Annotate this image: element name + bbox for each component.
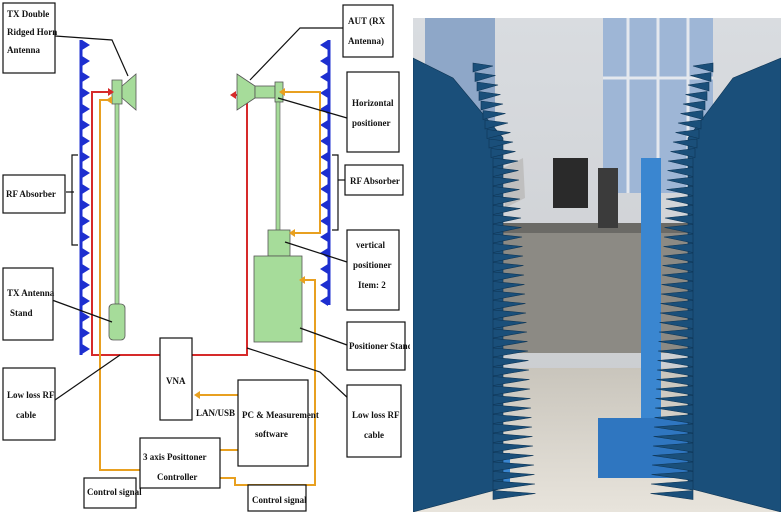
svg-text:Low loss RF: Low loss RF	[352, 410, 400, 420]
svg-text:Ridged Horn: Ridged Horn	[7, 27, 57, 37]
svg-text:software: software	[255, 429, 288, 439]
leader-lines	[51, 27, 351, 401]
rf-absorber-wall-right	[320, 40, 331, 306]
anechoic-chamber-photo	[413, 18, 781, 512]
svg-text:RF Absorber: RF Absorber	[350, 176, 400, 186]
svg-text:Antenna: Antenna	[7, 45, 41, 55]
svg-text:Control signal: Control signal	[87, 487, 142, 497]
measurement-setup-diagram: TX Double Ridged Horn Antenna RF Absorbe…	[2, 2, 410, 512]
label-rf-absorber-right: RF Absorber	[344, 164, 404, 196]
label-positioner-stand: Positioner Stand	[346, 321, 410, 371]
label-tx-antenna: TX Double Ridged Horn Antenna	[2, 2, 57, 74]
vna-box: VNA	[159, 337, 193, 421]
rf-absorber-wall-left	[79, 40, 90, 355]
svg-text:TX Double: TX Double	[7, 9, 49, 19]
svg-text:cable: cable	[16, 410, 36, 420]
arrow-heads	[106, 88, 305, 399]
lan-usb-label: LAN/USB	[196, 408, 235, 418]
svg-text:Low loss RF: Low loss RF	[7, 390, 55, 400]
svg-text:positioner: positioner	[353, 260, 392, 270]
svg-text:Horizontal: Horizontal	[352, 98, 394, 108]
label-aut: AUT (RX Antenna)	[342, 4, 394, 58]
label-rf-absorber-left: RF Absorber	[2, 174, 66, 214]
svg-text:Positioner Stand: Positioner Stand	[349, 341, 410, 351]
pc-measurement-box: PC & Measurement software	[237, 379, 319, 467]
svg-text:cable: cable	[364, 430, 384, 440]
svg-text:Antenna): Antenna)	[348, 36, 384, 46]
label-cable-left: Low loss RF cable	[2, 367, 56, 441]
label-control-left: Control signal	[83, 477, 142, 509]
svg-text:PC & Measurement: PC & Measurement	[242, 410, 319, 420]
positioner-controller-box: 3 axis Posittoner Controller	[139, 437, 221, 489]
svg-text:Controller: Controller	[157, 472, 197, 482]
label-tx-stand: TX Antenna Stand	[2, 267, 55, 341]
svg-text:positioner: positioner	[352, 118, 391, 128]
label-horizontal-positioner: Horizontal positioner	[346, 71, 400, 153]
rx-antenna-assembly	[236, 73, 303, 343]
tx-antenna-assembly	[108, 73, 137, 341]
absorber-braces	[66, 154, 345, 246]
svg-text:Control signal: Control signal	[252, 495, 307, 505]
svg-text:3 axis Posittoner: 3 axis Posittoner	[143, 452, 207, 462]
svg-text:VNA: VNA	[166, 376, 186, 386]
label-vertical-positioner: vertical positioner Item: 2	[346, 229, 400, 311]
svg-text:AUT (RX: AUT (RX	[348, 16, 386, 26]
svg-text:TX Antenna: TX Antenna	[7, 288, 55, 298]
svg-text:Item: 2: Item: 2	[358, 280, 386, 290]
label-control-bottom: Control signal	[247, 484, 307, 512]
svg-text:Stand: Stand	[10, 308, 33, 318]
svg-text:RF Absorber: RF Absorber	[6, 189, 56, 199]
svg-text:vertical: vertical	[356, 240, 385, 250]
label-cable-right: Low loss RF cable	[346, 384, 402, 458]
